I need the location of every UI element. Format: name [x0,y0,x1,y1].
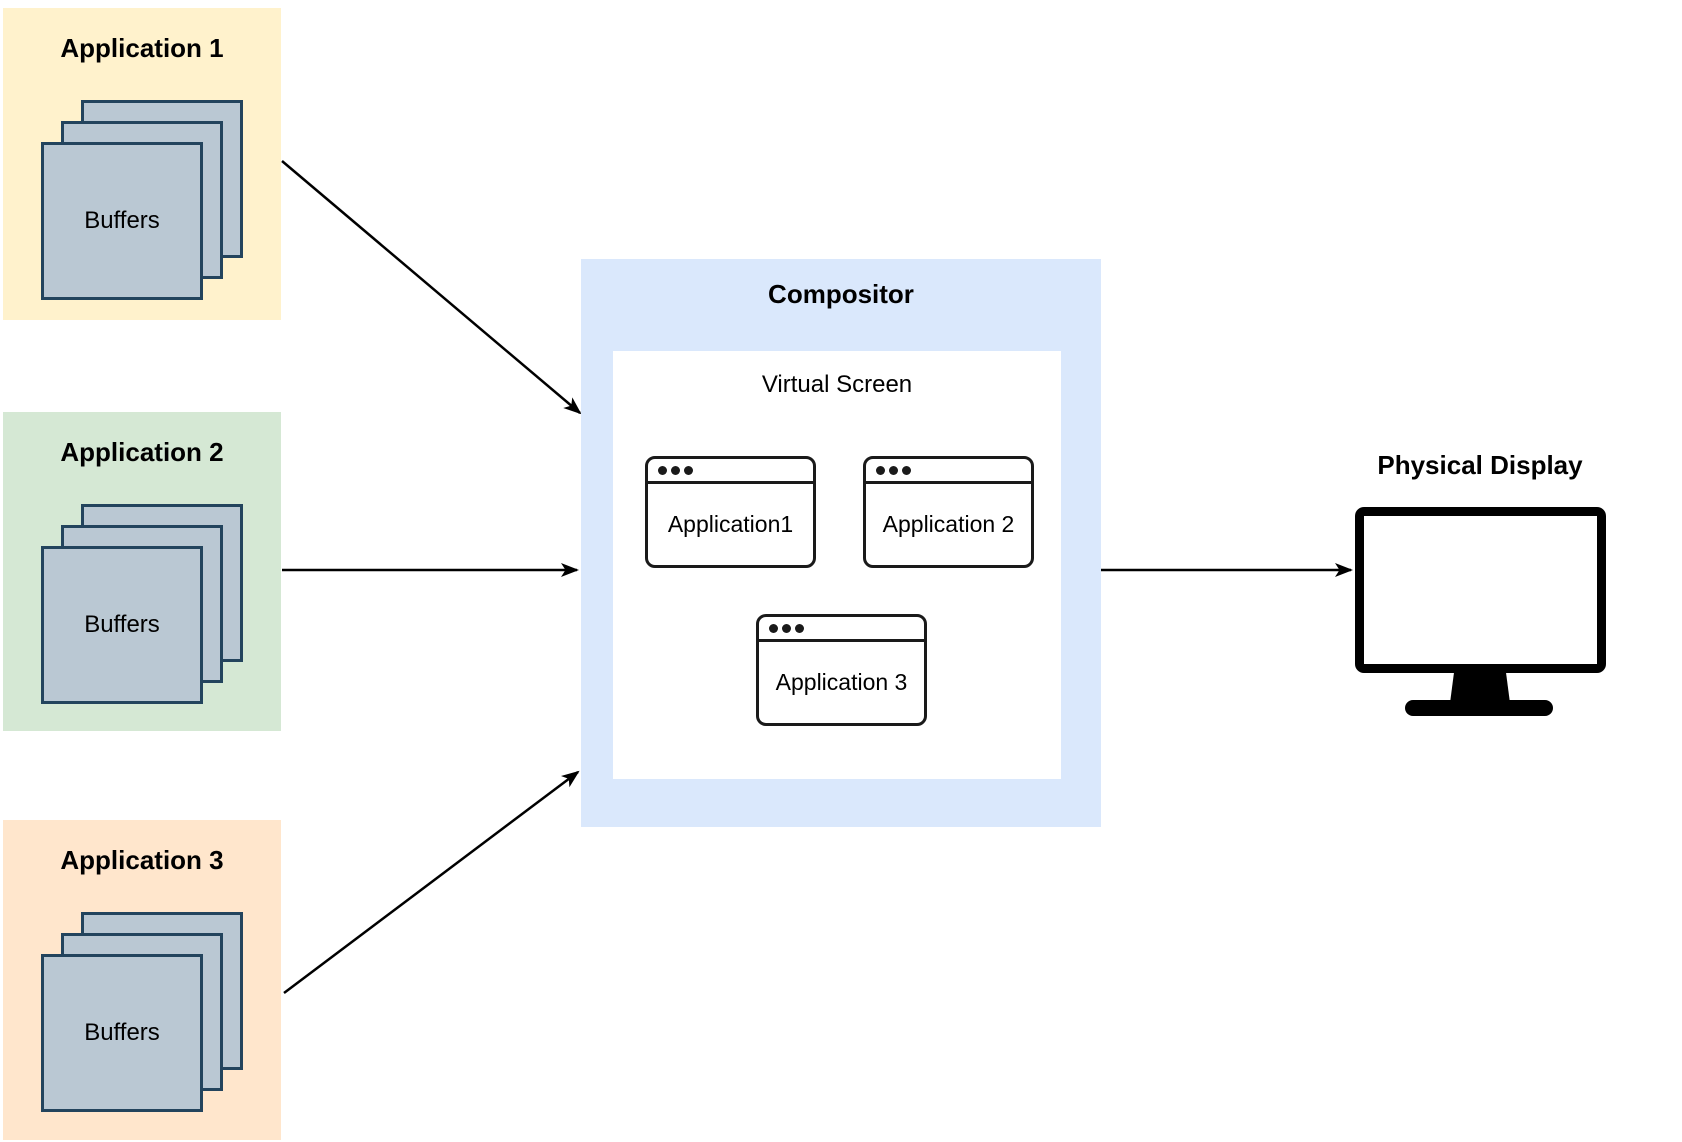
monitor-stand-base [1405,700,1553,716]
application-3-title: Application 3 [60,845,224,875]
application-2-box: Application 2 Buffers [3,412,281,731]
application-3-buffer-stack: Buffers [41,912,244,1112]
window-dot-icon [782,623,791,633]
compositor-box: Compositor Virtual Screen Application1 A… [581,259,1101,827]
window-label: Application 3 [775,669,908,695]
window-dot-icon [889,465,898,475]
application-3-box: Application 3 Buffers [3,820,281,1140]
window-dot-icon [684,465,693,475]
application-1-box: Application 1 Buffers [3,8,281,320]
window-label: Application 2 [882,511,1015,537]
monitor-stand-neck [1450,671,1510,703]
buffers-label: Buffers [84,611,160,638]
window-dot-icon [902,465,911,475]
window-dot-icon [658,465,667,475]
window-dot-icon [769,623,778,633]
window-label: Application1 [667,511,794,537]
application-1-title: Application 1 [60,33,224,63]
window-titlebar [759,617,924,642]
application-2-title: Application 2 [60,437,224,467]
buffer-square: Buffers [41,546,203,704]
arrow-application1-to-compositor [281,160,582,415]
compositor-title: Compositor [768,279,914,309]
window-titlebar [648,459,813,484]
window-application1: Application1 [645,456,816,568]
buffer-square: Buffers [41,142,203,300]
buffers-label: Buffers [84,207,160,234]
application-1-buffer-stack: Buffers [41,100,244,300]
window-application3: Application 3 [756,614,927,726]
physical-display-title: Physical Display [1377,450,1583,480]
monitor-screen [1355,507,1606,673]
buffer-square: Buffers [41,954,203,1112]
window-dot-icon [671,465,680,475]
buffers-label: Buffers [84,1019,160,1046]
arrow-application3-to-compositor [283,770,580,994]
application-2-buffer-stack: Buffers [41,504,244,704]
window-dot-icon [876,465,885,475]
window-titlebar [866,459,1031,484]
window-application2: Application 2 [863,456,1034,568]
window-dot-icon [795,623,804,633]
virtual-screen-title: Virtual Screen [761,371,913,398]
virtual-screen-box: Virtual Screen Application1 Application … [613,351,1061,779]
